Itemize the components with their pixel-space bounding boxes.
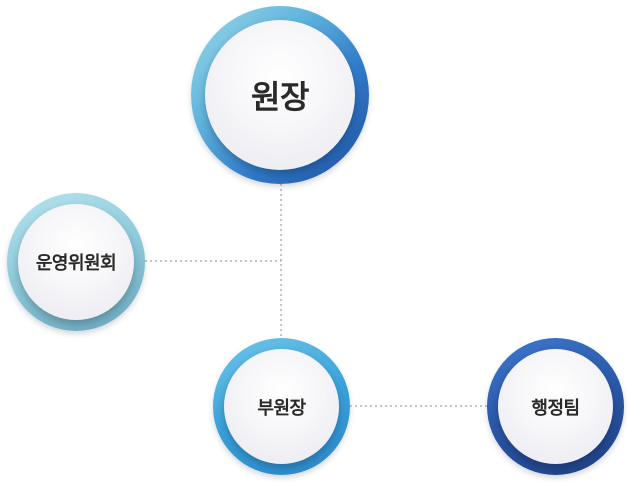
node-director-label: 원장 bbox=[251, 78, 309, 116]
node-committee: 운영위원회 bbox=[7, 193, 145, 331]
node-vice-director-label: 부원장 bbox=[257, 397, 306, 419]
node-admin-team-label: 행정팀 bbox=[531, 397, 580, 419]
node-admin-team: 행정팀 bbox=[487, 338, 624, 475]
node-director: 원장 bbox=[191, 6, 369, 184]
node-director-face: 원장 bbox=[205, 20, 355, 170]
node-admin-team-face: 행정팀 bbox=[498, 349, 613, 464]
node-vice-director: 부원장 bbox=[213, 338, 350, 475]
node-committee-face: 운영위원회 bbox=[18, 204, 134, 320]
node-committee-label: 운영위원회 bbox=[35, 253, 117, 274]
node-vice-director-face: 부원장 bbox=[224, 349, 339, 464]
